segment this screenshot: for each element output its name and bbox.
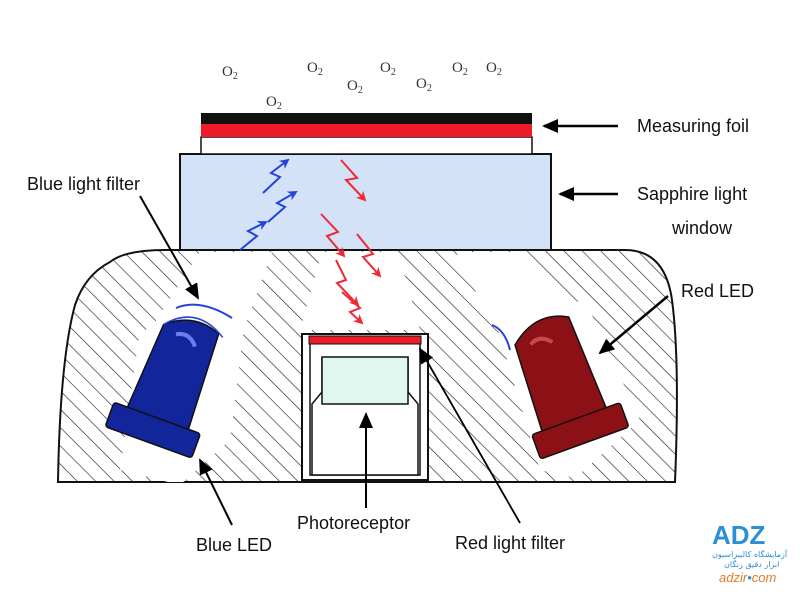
- red-light-rays: [320, 159, 382, 325]
- o2-molecule: O2: [222, 64, 238, 82]
- label-sapphire-line2: window: [671, 218, 733, 238]
- label-blue-light-filter: Blue light filter: [27, 174, 140, 194]
- measuring-foil: [200, 113, 533, 155]
- red-filter-arrow: [419, 347, 521, 524]
- blue-filter-edge: [175, 303, 233, 319]
- logo-name: ADZ: [712, 520, 766, 550]
- o2-molecule: O2: [452, 60, 468, 78]
- blue-light-rays: [239, 158, 298, 251]
- label-red-led: Red LED: [681, 281, 754, 301]
- blue-led: [105, 316, 224, 458]
- logo-subtitle-line2: ابزار دقیق زنگان: [724, 559, 779, 569]
- label-photoreceptor: Photoreceptor: [297, 513, 410, 533]
- red-led: [514, 315, 629, 460]
- adz-logo: ADZ آزمایشگاه کالیبراسیون ابزار دقیق زنگ…: [712, 520, 788, 585]
- blue-led-arrow: [199, 458, 233, 526]
- red-light-filter-strip: [308, 335, 422, 345]
- red-led-arrow: [598, 295, 669, 355]
- label-sapphire-line1: Sapphire light: [637, 184, 747, 204]
- label-blue-led: Blue LED: [196, 535, 272, 555]
- o2-molecule: O2: [416, 76, 432, 94]
- logo-subtitle-line1: آزمایشگاه کالیبراسیون: [712, 549, 788, 559]
- o2-molecule: O2: [380, 60, 396, 78]
- photoreceptor-sensor: [321, 356, 409, 405]
- o2-molecule: O2: [486, 60, 502, 78]
- label-measuring-foil: Measuring foil: [637, 116, 749, 136]
- o2-molecule: O2: [266, 94, 282, 112]
- o2-molecule: O2: [347, 78, 363, 96]
- o2-molecule: O2: [307, 60, 323, 78]
- callout-arrows: [139, 119, 669, 526]
- sapphire-light-window: [179, 153, 552, 251]
- label-red-light-filter: Red light filter: [455, 533, 565, 553]
- blue-filter-arrow: [139, 195, 199, 300]
- logo-url: adzir•com: [719, 570, 776, 585]
- red-led-lens-edge: [491, 324, 511, 351]
